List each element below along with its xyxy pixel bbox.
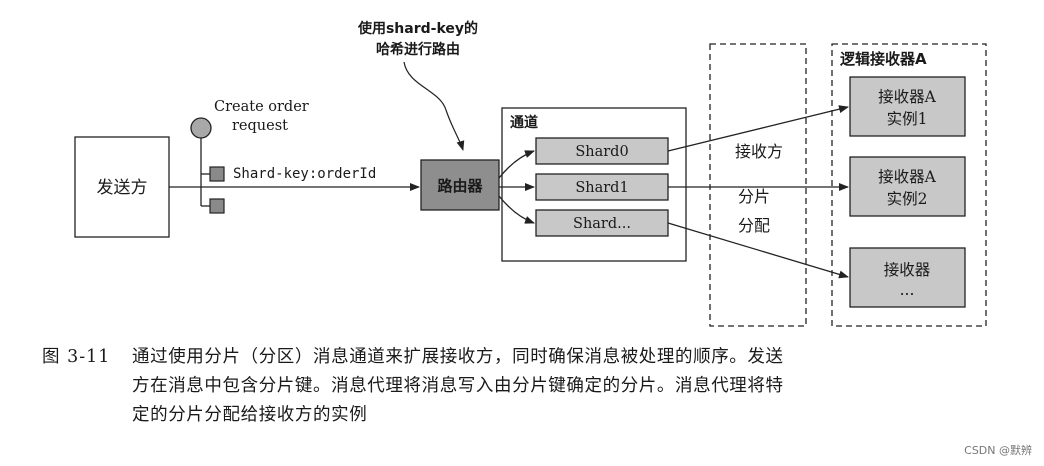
shard-key-label: Shard-key:orderId	[233, 166, 376, 182]
caption-line: 方在消息中包含分片键。消息代理将消息写入由分片键确定的分片。消息代理将特	[132, 376, 784, 396]
routing-note-arrow	[403, 61, 465, 151]
sender-box	[74, 136, 170, 238]
caption-line: 定的分片分配给接收方的实例	[132, 405, 368, 425]
instance-2-box	[849, 156, 966, 217]
architecture-diagram: 发送方 Create order request Shard-key:order…	[74, 20, 987, 327]
figure-caption: 图 3-11 通过使用分片（分区）消息通道来扩展接收方，同时确保消息被处理的顺序…	[42, 343, 1022, 430]
receiver-box	[709, 43, 807, 327]
caption-line: 通过使用分片（分区）消息通道来扩展接收方，同时确保消息被处理的顺序。发送	[132, 347, 784, 367]
channel-title: 通道	[510, 114, 538, 131]
message-square-icon	[209, 166, 225, 182]
shard-n-label: Shard...	[573, 216, 631, 232]
figure-number: 图 3-11	[42, 347, 111, 367]
shard-n-box	[535, 209, 669, 237]
instance-n-line2: ...	[900, 281, 915, 299]
instance-2-line2: 实例2	[887, 190, 928, 208]
instance-2-line1: 接收器A	[878, 168, 937, 186]
router-to-shard0-arrow	[498, 150, 535, 179]
receiver-label: 接收方	[735, 142, 783, 161]
router-box	[420, 159, 500, 211]
shard0-to-instance1-arrow	[667, 105, 849, 152]
routing-note-line2: 哈希进行路由	[376, 41, 460, 58]
instance-1-box	[849, 76, 966, 137]
message-header-icon	[190, 117, 212, 139]
shard-0-label: Shard0	[575, 144, 628, 160]
router-to-shardn-arrow	[498, 195, 535, 224]
shard-assign-line1: 分片	[738, 187, 770, 206]
logical-group-title: 逻辑接收器A	[840, 50, 927, 68]
router-label: 路由器	[437, 177, 483, 195]
instance-1-line2: 实例1	[887, 110, 928, 128]
message-square-icon	[209, 198, 225, 214]
routing-note-line1: 使用shard-key的	[357, 20, 478, 37]
shard-1-label: Shard1	[575, 180, 628, 196]
shard-assign-line2: 分配	[738, 216, 770, 235]
instance-n-box	[849, 247, 966, 308]
request-label-line1: Create order	[214, 99, 309, 115]
caption-text: 通过使用分片（分区）消息通道来扩展接收方，同时确保消息被处理的顺序。发送 方在消…	[132, 343, 1022, 430]
watermark: CSDN @默辨	[964, 444, 1032, 457]
instance-1-line1: 接收器A	[878, 88, 937, 106]
request-label-line2: request	[232, 118, 288, 134]
logical-receiver-group	[831, 43, 987, 327]
shard-0-box	[535, 137, 669, 165]
shardn-to-instancen-arrow	[667, 222, 849, 279]
sender-label: 发送方	[97, 178, 148, 198]
instance-n-line1: 接收器	[884, 261, 931, 279]
